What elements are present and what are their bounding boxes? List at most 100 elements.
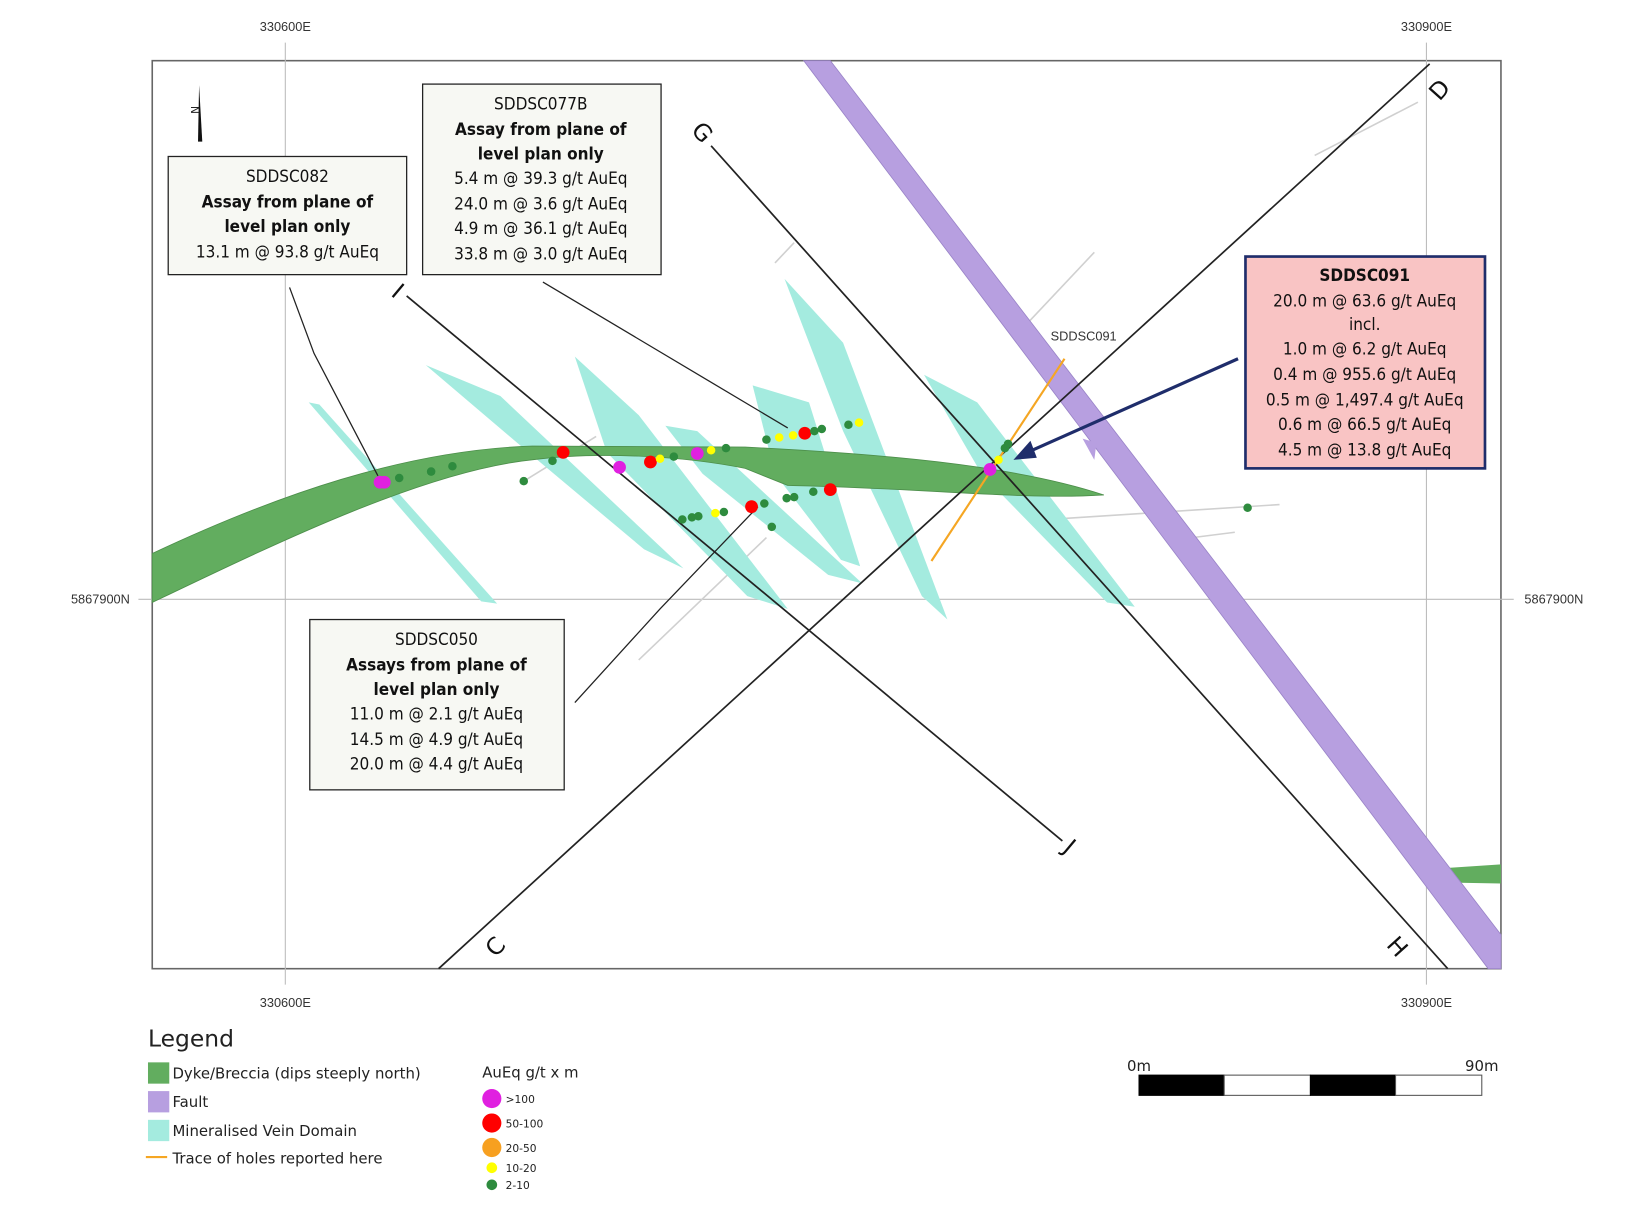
assay-dot-2-10 <box>810 426 819 436</box>
svg-text:level plan only: level plan only <box>478 145 604 165</box>
assay-dot-2-10 <box>548 456 557 466</box>
legend-label-fault: Fault <box>172 1093 208 1111</box>
svg-text:1.0 m @ 6.2 g/t AuEq: 1.0 m @ 6.2 g/t AuEq <box>1283 339 1447 359</box>
easting-label-bottom-left: 330600E <box>260 995 311 1010</box>
legend-grade-title: AuEq g/t x m <box>482 1063 578 1081</box>
fault <box>802 60 1502 970</box>
assay-dot-10-20 <box>711 508 720 518</box>
assay-dot-2-10 <box>782 493 791 503</box>
svg-text:10-20: 10-20 <box>506 1162 537 1175</box>
callout-sddsc082: SDDSC082 Assay from plane of level plan … <box>167 155 408 276</box>
scale-start: 0m <box>1127 1057 1151 1075</box>
svg-text:SDDSC082: SDDSC082 <box>246 167 329 187</box>
svg-text:2-10: 2-10 <box>506 1179 530 1192</box>
svg-text:0.4 m @ 955.6 g/t AuEq: 0.4 m @ 955.6 g/t AuEq <box>1273 365 1456 385</box>
legend-swatch-vein <box>147 1119 170 1142</box>
assay-dot-50-100 <box>644 455 657 469</box>
legend-swatch-fault <box>147 1091 170 1113</box>
svg-text:N: N <box>189 106 202 114</box>
assay-dot-2-10 <box>721 443 731 453</box>
northing-label-left: 5867900N <box>71 592 130 607</box>
easting-label-top-left: 330600E <box>260 19 311 34</box>
callout-arrow <box>1013 357 1239 460</box>
easting-label-bottom-right: 330900E <box>1401 995 1452 1010</box>
scale-bar: 0m 90m <box>1127 1057 1499 1096</box>
svg-text:>100: >100 <box>506 1093 535 1106</box>
svg-text:level plan only: level plan only <box>224 217 350 237</box>
assay-dot-10-20 <box>788 431 798 440</box>
assay-dot-2-10 <box>789 492 799 502</box>
svg-text:Assays from plane of: Assays from plane of <box>346 656 527 676</box>
svg-text:4.9 m @ 36.1 g/t AuEq: 4.9 m @ 36.1 g/t AuEq <box>454 219 627 239</box>
assay-dot-gt100 <box>983 463 997 476</box>
assay-dot-2-10 <box>519 476 529 486</box>
svg-text:50-100: 50-100 <box>506 1117 544 1130</box>
svg-text:20.0 m @ 63.6 g/t AuEq: 20.0 m @ 63.6 g/t AuEq <box>1273 292 1456 312</box>
svg-text:incl.: incl. <box>1349 315 1381 335</box>
scale-end: 90m <box>1465 1057 1498 1075</box>
assay-dot-2-10 <box>694 512 703 521</box>
svg-text:5.4 m @ 39.3 g/t AuEq: 5.4 m @ 39.3 g/t AuEq <box>454 169 627 189</box>
assay-dot-2-10 <box>426 467 436 476</box>
legend-label-vein: Mineralised Vein Domain <box>172 1122 357 1140</box>
assay-dot-2-10 <box>678 515 687 524</box>
assay-dot-2-10 <box>394 473 404 483</box>
svg-text:Assay from plane of: Assay from plane of <box>202 193 374 213</box>
svg-text:SDDSC050: SDDSC050 <box>395 630 478 650</box>
svg-text:SDDSC091: SDDSC091 <box>1319 266 1410 286</box>
svg-text:20.0 m @ 4.4 g/t AuEq: 20.0 m @ 4.4 g/t AuEq <box>350 755 523 775</box>
svg-text:24.0 m @ 3.6 g/t AuEq: 24.0 m @ 3.6 g/t AuEq <box>454 195 627 215</box>
svg-text:level plan only: level plan only <box>373 680 499 700</box>
section-lines <box>406 63 1449 970</box>
assay-dot-gt100 <box>613 460 626 474</box>
easting-label-top-right: 330900E <box>1401 19 1452 34</box>
assay-dot-10-20 <box>706 446 716 455</box>
northing-label-right: 5867900N <box>1524 592 1583 607</box>
assay-dot-10-20 <box>854 418 864 427</box>
svg-text:4.5 m @ 13.8 g/t AuEq: 4.5 m @ 13.8 g/t AuEq <box>1278 441 1451 461</box>
assay-dot-2-10 <box>1003 439 1013 449</box>
callout-sddsc050: SDDSC050 Assays from plane of level plan… <box>309 618 565 791</box>
assay-dot-50-100 <box>823 483 837 497</box>
assay-dot-2-10 <box>719 507 729 517</box>
callout-leaders <box>288 281 789 703</box>
assay-dot-2-10 <box>669 452 679 461</box>
svg-text:0.5 m @ 1,497.4 g/t AuEq: 0.5 m @ 1,497.4 g/t AuEq <box>1266 391 1464 411</box>
assay-intercepts <box>373 418 1252 532</box>
assay-dot-2-10 <box>448 461 457 471</box>
hole-label-sddsc091: SDDSC091 <box>1051 329 1117 344</box>
callout-sddsc091: SDDSC091 20.0 m @ 63.6 g/t AuEq incl. 1.… <box>1244 255 1487 470</box>
svg-text:14.5 m @ 4.9 g/t AuEq: 14.5 m @ 4.9 g/t AuEq <box>350 730 523 750</box>
dyke-breccia <box>151 445 1105 604</box>
assay-dot-10-20 <box>774 433 784 442</box>
svg-text:33.8 m @ 3.0 g/t AuEq: 33.8 m @ 3.0 g/t AuEq <box>454 245 627 265</box>
assay-dot-2-10 <box>817 424 827 434</box>
callout-sddsc077b: SDDSC077B Assay from plane of level plan… <box>421 83 662 276</box>
svg-text:Assay from plane of: Assay from plane of <box>455 120 627 140</box>
assay-dot-2-10 <box>809 487 818 497</box>
legend-label-dyke: Dyke/Breccia (dips steeply north) <box>172 1064 420 1082</box>
assay-dot-2-10 <box>767 522 777 532</box>
legend-label-trace: Trace of holes reported here <box>171 1149 382 1167</box>
assay-dot-50-100 <box>745 500 758 514</box>
assay-dot-2-10 <box>1243 503 1252 513</box>
assay-dot-50-100 <box>556 446 570 459</box>
legend-title: Legend <box>148 1024 234 1052</box>
fault-splay <box>1082 438 1097 460</box>
north-arrow-icon: N <box>189 85 203 142</box>
legend: Legend Dyke/Breccia (dips steeply north)… <box>145 1024 579 1192</box>
assay-dot-2-10 <box>687 513 697 522</box>
assay-dot-2-10 <box>762 435 771 444</box>
svg-text:13.1 m @ 93.8 g/t AuEq: 13.1 m @ 93.8 g/t AuEq <box>196 243 379 263</box>
assay-dot-gt100 <box>377 475 391 489</box>
svg-text:20-50: 20-50 <box>506 1142 537 1155</box>
assay-dot-10-20 <box>655 454 665 464</box>
assay-dot-50-100 <box>798 426 812 440</box>
svg-text:SDDSC077B: SDDSC077B <box>494 95 587 115</box>
svg-text:0.6 m @ 66.5 g/t AuEq: 0.6 m @ 66.5 g/t AuEq <box>1278 415 1451 435</box>
assay-dot-2-10 <box>760 499 769 508</box>
svg-text:11.0 m @ 2.1 g/t AuEq: 11.0 m @ 2.1 g/t AuEq <box>350 705 523 725</box>
assay-dot-10-20 <box>994 455 1003 465</box>
assay-dot-gt100 <box>690 447 704 460</box>
